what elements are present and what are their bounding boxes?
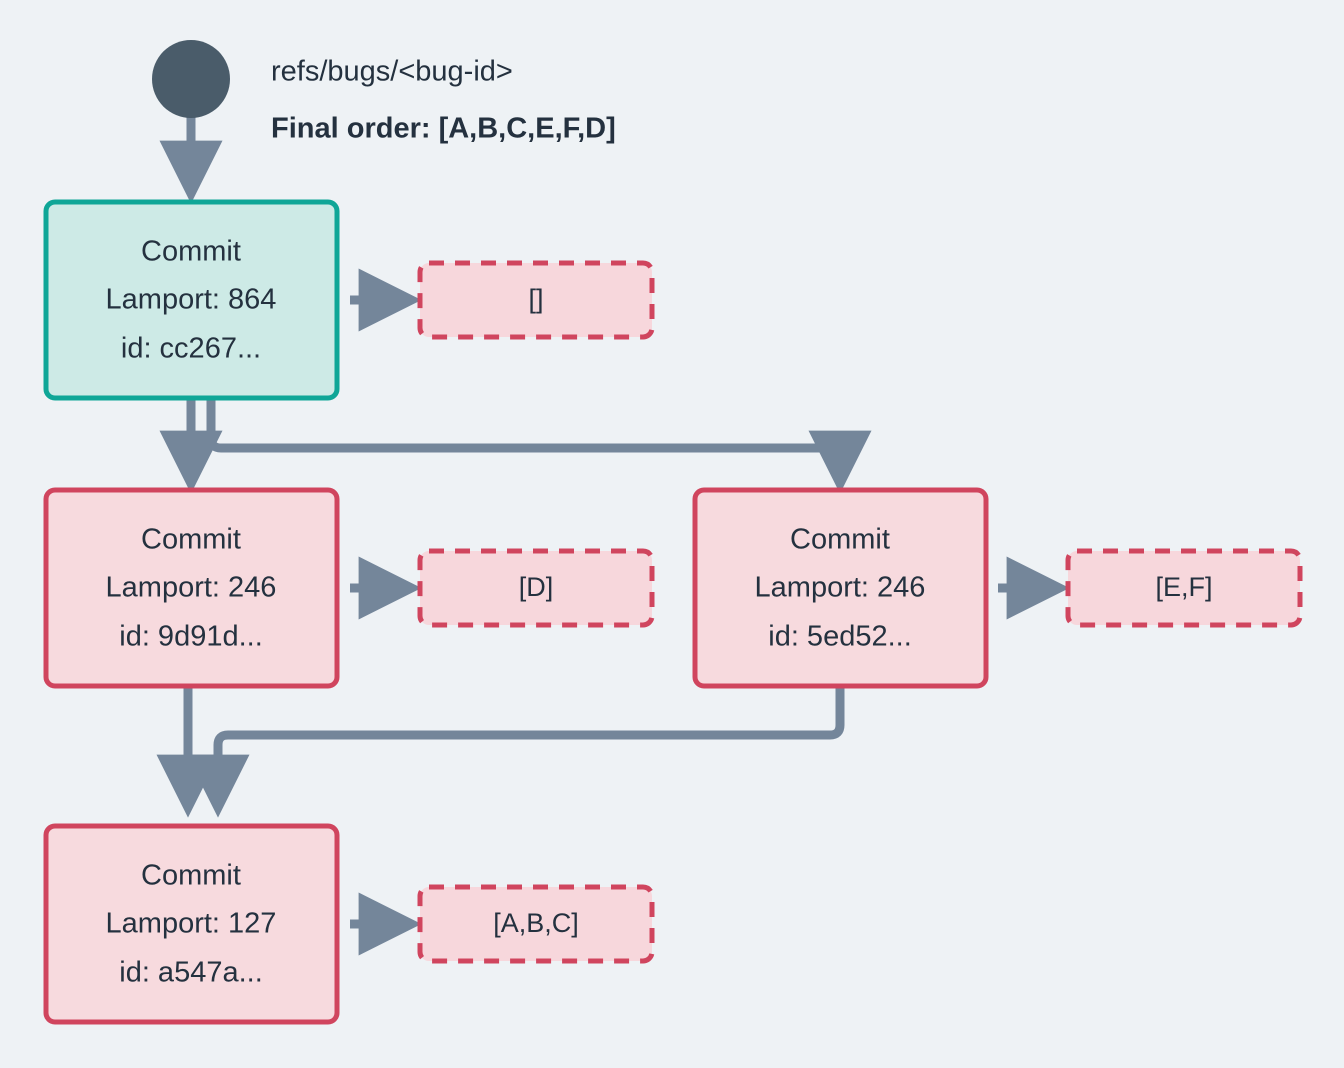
operation-set-bottom[interactable]: [A,B,C] bbox=[417, 884, 655, 964]
operation-set-bottom-label: [A,B,C] bbox=[493, 908, 579, 938]
commit-node-right-mid[interactable]: Commit Lamport: 246 id: 5ed52... bbox=[692, 487, 989, 689]
commit-node-bottom[interactable]: Commit Lamport: 127 id: a547a... bbox=[43, 823, 340, 1025]
operation-set-left-mid-label: [D] bbox=[519, 572, 554, 602]
edge-head-to-right-mid bbox=[206, 395, 872, 494]
commit-node-bottom-box[interactable] bbox=[43, 823, 340, 1025]
commit-right-mid-line1: Commit bbox=[790, 524, 890, 556]
operation-set-right-mid[interactable]: [E,F] bbox=[1065, 548, 1303, 628]
commit-head-line3: id: cc267... bbox=[121, 333, 261, 365]
commit-node-head-box[interactable] bbox=[43, 199, 340, 401]
commit-right-mid-line3: id: 5ed52... bbox=[768, 621, 912, 653]
commit-left-mid-line2: Lamport: 246 bbox=[106, 572, 277, 604]
commit-node-right-mid-box[interactable] bbox=[692, 487, 989, 689]
operation-set-left-mid-box[interactable] bbox=[417, 548, 655, 628]
edge-layer bbox=[156, 110, 1070, 956]
root-circle[interactable] bbox=[152, 40, 230, 118]
operation-set-head-label: [] bbox=[528, 284, 543, 314]
edge-right-mid-to-bottom bbox=[186, 682, 845, 818]
commit-node-head[interactable]: Commit Lamport: 864 id: cc267... bbox=[43, 199, 340, 401]
operation-set-head[interactable]: [] bbox=[417, 260, 655, 340]
operation-set-right-mid-box[interactable] bbox=[1065, 548, 1303, 628]
commit-bottom-line2: Lamport: 127 bbox=[106, 908, 277, 940]
operation-set-left-mid[interactable]: [D] bbox=[417, 548, 655, 628]
operation-set-right-mid-label: [E,F] bbox=[1155, 572, 1212, 602]
commit-left-mid-line3: id: 9d91d... bbox=[119, 621, 263, 653]
commit-right-mid-line2: Lamport: 246 bbox=[755, 572, 926, 604]
commit-head-line1: Commit bbox=[141, 236, 241, 268]
commit-bottom-line1: Commit bbox=[141, 860, 241, 892]
commit-head-line2: Lamport: 864 bbox=[106, 284, 277, 316]
final-order-label: Final order: [A,B,C,E,F,D] bbox=[271, 113, 616, 145]
commit-bottom-line3: id: a547a... bbox=[119, 957, 263, 989]
operation-set-head-box[interactable] bbox=[417, 260, 655, 340]
commit-node-left-mid[interactable]: Commit Lamport: 246 id: 9d91d... bbox=[43, 487, 340, 689]
commit-left-mid-line1: Commit bbox=[141, 524, 241, 556]
commit-node-left-mid-box[interactable] bbox=[43, 487, 340, 689]
ref-path-label: refs/bugs/<bug-id> bbox=[271, 56, 513, 88]
operation-set-bottom-box[interactable] bbox=[417, 884, 655, 964]
